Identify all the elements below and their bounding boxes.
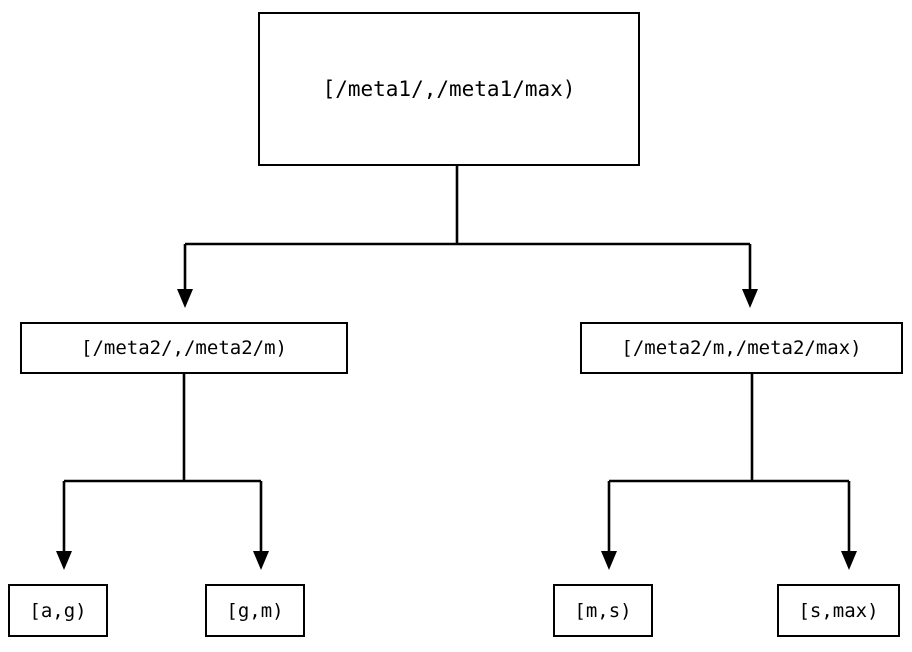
node-root[interactable]: [/meta1/,/meta1/max) [258, 12, 640, 166]
arrowhead-mid-left-to-leaf-ag [56, 551, 72, 570]
node-leaf-g-m[interactable]: [g,m) [205, 584, 305, 637]
node-mid-right[interactable]: [/meta2/m,/meta2/max) [580, 322, 903, 374]
arrowhead-root-to-mid-left [177, 289, 193, 308]
node-leaf-m-s[interactable]: [m,s) [553, 584, 653, 637]
arrowhead-mid-right-to-leaf-smax [841, 551, 857, 570]
node-mid-left[interactable]: [/meta2/,/meta2/m) [20, 322, 348, 374]
node-leaf-a-g[interactable]: [a,g) [8, 584, 108, 637]
arrowhead-root-to-mid-right [742, 289, 758, 308]
arrowhead-mid-left-to-leaf-gm [253, 551, 269, 570]
node-leaf-s-max[interactable]: [s,max) [777, 584, 900, 637]
arrowhead-mid-right-to-leaf-ms [601, 551, 617, 570]
